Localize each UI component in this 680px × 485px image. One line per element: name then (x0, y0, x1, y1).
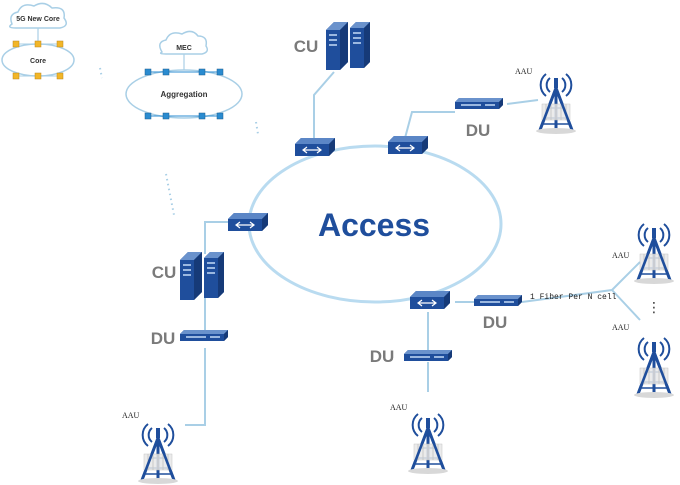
du-bottom-mid-label: DU (370, 347, 395, 366)
du-top-right (455, 98, 503, 109)
cu-server-left (180, 252, 224, 300)
access-router-top-right (387, 135, 429, 155)
cu-left-label: CU (152, 263, 177, 282)
aau-tower-bottom-left (136, 422, 180, 485)
mec-cloud: MEC (159, 30, 209, 55)
access-ring: Access (247, 144, 503, 304)
cu-top-label: CU (294, 37, 319, 56)
aau-bottom-mid-label: AAU (390, 403, 408, 412)
links (185, 71, 641, 426)
du-top-right-label: DU (466, 121, 491, 140)
link-du-aau-left (185, 348, 206, 426)
link-du-aau-top-right (506, 99, 539, 105)
du-bottom-mid (404, 350, 452, 361)
access-ring-label: Access (318, 207, 430, 243)
aau-top-right-label: AAU (515, 67, 533, 76)
access-router-bottom (409, 290, 451, 310)
mec-cloud-label: MEC (176, 45, 192, 52)
aau-far-right-top-label: AAU (612, 251, 630, 260)
core-ring: Core (1, 40, 75, 80)
aau-tower-top-right (534, 72, 578, 136)
du-left-label: DU (151, 329, 176, 348)
aau-tower-bottom-mid (406, 412, 450, 476)
aau-bottom-left-label: AAU (122, 411, 140, 420)
link-cu-left (204, 221, 230, 254)
access-router-left (227, 212, 269, 232)
core-cloud-label: 5G New Core (16, 16, 60, 23)
core-cloud: 5G New Core (9, 2, 67, 29)
du-left (180, 330, 228, 341)
du-bottom-right-label: DU (483, 313, 508, 332)
aau-tower-far-right-top (632, 222, 676, 286)
aau-far-right-bottom-label: AAU (612, 323, 630, 332)
du-bottom-right (474, 295, 522, 306)
link-du-top-right (404, 111, 455, 139)
more-cells-ellipsis: ⋮ (647, 300, 661, 316)
aggregation-ring: Aggregation (125, 68, 243, 120)
link-fiber (521, 261, 641, 321)
cu-server-top (326, 22, 370, 70)
aau-tower-far-right-bottom (632, 336, 676, 400)
link-cu-top (313, 71, 335, 140)
aggregation-ring-label: Aggregation (160, 90, 207, 99)
fiber-note: 1 Fiber Per N cell (530, 293, 617, 302)
dotted-links (99, 67, 259, 216)
access-router-top-left (294, 137, 336, 157)
core-ring-label: Core (30, 58, 46, 65)
